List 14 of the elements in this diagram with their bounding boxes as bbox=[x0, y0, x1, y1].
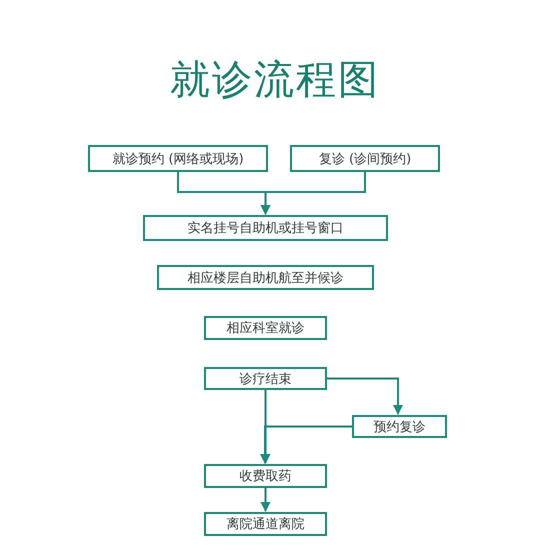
process-box: 复诊 (诊间预约) bbox=[290, 145, 440, 172]
process-box: 实名挂号自助机或挂号窗口 bbox=[143, 215, 388, 241]
process-box: 诊疗结束 bbox=[204, 367, 327, 390]
arrow bbox=[260, 488, 270, 512]
process-box: 收费取药 bbox=[204, 464, 327, 488]
process-box: 相应科室就诊 bbox=[204, 316, 327, 340]
arrow bbox=[327, 378, 403, 415]
process-box: 预约复诊 bbox=[352, 415, 447, 438]
process-box: 就诊预约 (网络或现场) bbox=[88, 145, 268, 172]
process-box: 相应楼层自助机航至并候诊 bbox=[157, 265, 374, 290]
process-box: 离院通道离院 bbox=[204, 512, 327, 536]
arrow bbox=[260, 172, 366, 215]
diagram-title: 就诊流程图 bbox=[170, 56, 380, 105]
arrow bbox=[260, 426, 352, 464]
